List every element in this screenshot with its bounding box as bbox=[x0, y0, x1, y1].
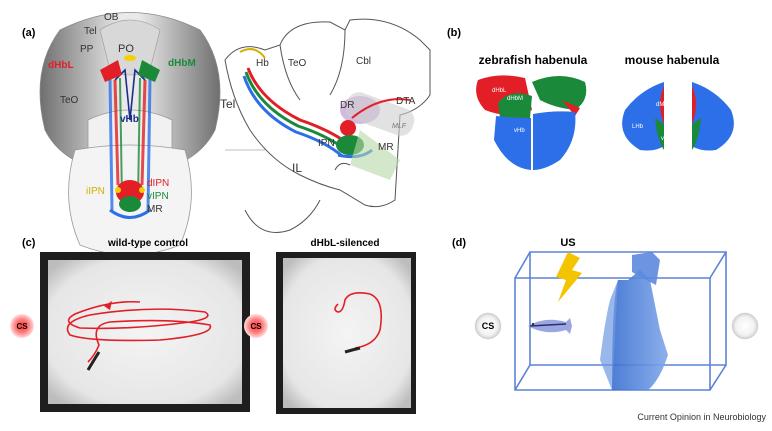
label-vIPN: vIPN bbox=[147, 191, 169, 202]
fish-icon bbox=[528, 318, 572, 334]
label-MLF: MLF bbox=[392, 123, 407, 130]
label-DR: DR bbox=[340, 100, 354, 111]
label-dHbM-b: dHbM bbox=[507, 96, 523, 102]
panel-d-label: (d) bbox=[452, 237, 466, 249]
label-dMHb: dMHb bbox=[656, 102, 673, 108]
label-vMHb: vMHb bbox=[661, 136, 677, 142]
side-labels: Hb TeO Cbl Tel DR DTA MLF IPN MR IL bbox=[220, 56, 416, 175]
zebrafish-habenula-diagram bbox=[476, 75, 587, 170]
label-dHbL-b: dHbL bbox=[492, 88, 507, 94]
label-IL: IL bbox=[292, 161, 302, 175]
dorsal-brain-diagram bbox=[39, 12, 221, 256]
label-LHb: LHb bbox=[632, 124, 644, 130]
dorsal-labels: OB Tel PP PO dHbL dHbM TeO vHb iIPN dIPN… bbox=[48, 12, 196, 215]
label-vHb: vHb bbox=[120, 114, 139, 125]
cs-stimulus-left: CS bbox=[10, 314, 34, 338]
lightning-bolt-icon bbox=[556, 252, 582, 302]
label-Hb: Hb bbox=[256, 58, 269, 69]
us-label: US bbox=[560, 237, 575, 249]
cs-label-right: CS bbox=[250, 322, 262, 331]
label-dIPN: dIPN bbox=[147, 178, 169, 189]
off-light-icon bbox=[731, 312, 759, 340]
label-Cbl: Cbl bbox=[356, 56, 371, 67]
zebrafish-habenula-labels: dHbL dHbM vHb bbox=[492, 88, 525, 134]
panel-b-label: (b) bbox=[447, 27, 461, 39]
cs-label-left: CS bbox=[16, 322, 28, 331]
silenced-title: dHbL-silenced bbox=[311, 238, 380, 249]
silenced-arena bbox=[276, 252, 416, 414]
panel-c-label: (c) bbox=[22, 237, 36, 249]
label-MR-side: MR bbox=[378, 142, 394, 153]
label-TeO-dorsal: TeO bbox=[60, 95, 79, 106]
cs-stimulus-d: CS bbox=[474, 312, 502, 340]
label-dHbM: dHbM bbox=[168, 58, 196, 69]
wild-type-arena bbox=[40, 252, 250, 412]
journal-credit: Current Opinion in Neurobiology bbox=[637, 412, 766, 422]
wild-type-title: wild-type control bbox=[107, 238, 188, 249]
label-TeO-side: TeO bbox=[288, 58, 307, 69]
label-DTA: DTA bbox=[396, 96, 416, 107]
label-IPN: IPN bbox=[318, 138, 335, 149]
cs-label-d: CS bbox=[482, 321, 495, 331]
panel-a-label: (a) bbox=[22, 27, 36, 39]
mouse-habenula-diagram bbox=[622, 82, 734, 151]
label-PP: PP bbox=[80, 44, 94, 55]
label-Tel: Tel bbox=[84, 26, 97, 37]
zebrafish-habenula-title: zebrafish habenula bbox=[479, 53, 588, 67]
mouse-habenula-title: mouse habenula bbox=[625, 53, 720, 67]
label-dHbL: dHbL bbox=[48, 60, 74, 71]
label-MR-dorsal: MR bbox=[147, 204, 163, 215]
conditioning-tank bbox=[514, 251, 727, 391]
label-vHb-b: vHb bbox=[514, 128, 525, 134]
label-Tel-side: Tel bbox=[220, 97, 235, 111]
label-PO: PO bbox=[118, 43, 134, 55]
cs-stimulus-right: CS bbox=[244, 314, 268, 338]
side-brain-diagram bbox=[224, 18, 431, 233]
label-OB: OB bbox=[104, 12, 119, 23]
mouse-habenula-labels: LHb dMHb vMHb bbox=[632, 102, 677, 142]
label-iIPN: iIPN bbox=[86, 186, 105, 197]
